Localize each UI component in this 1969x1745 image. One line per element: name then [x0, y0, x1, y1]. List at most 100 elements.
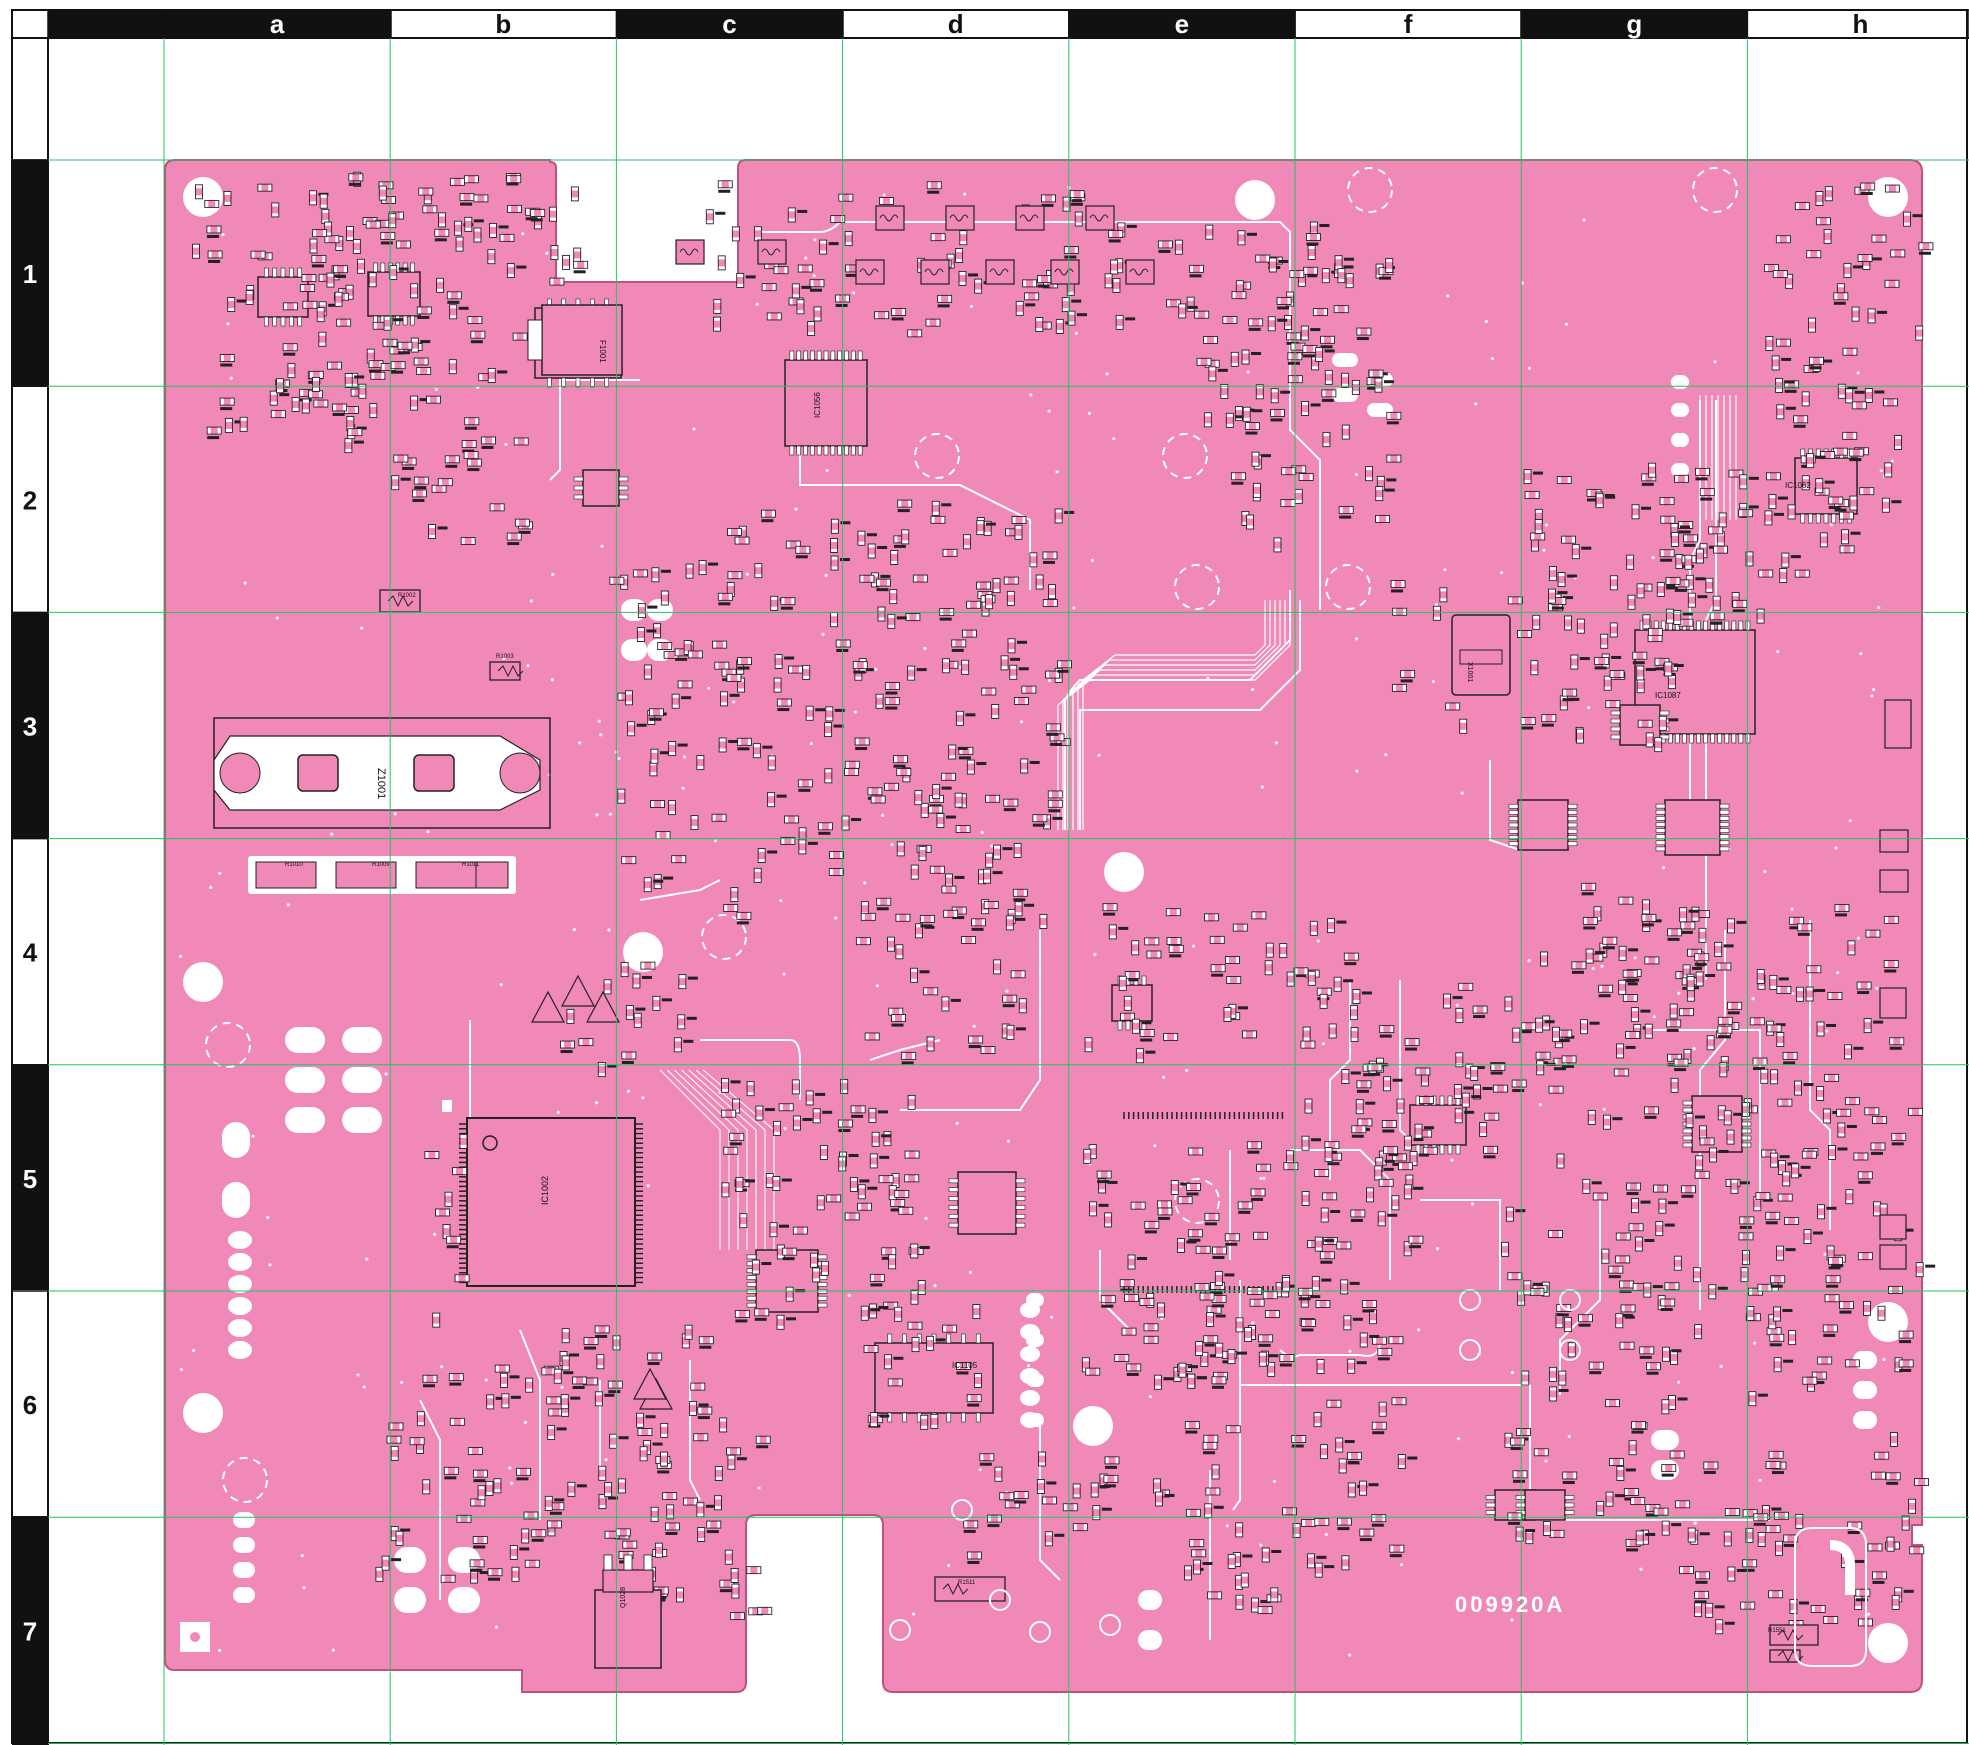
smd-part — [810, 1252, 818, 1268]
smd-part — [765, 1173, 774, 1188]
smd-part — [894, 1306, 903, 1322]
smd-part — [887, 936, 895, 952]
smd-part — [615, 1528, 631, 1537]
smd-part — [1214, 1270, 1235, 1286]
smd-part — [1302, 1026, 1311, 1042]
smd-part — [735, 1176, 755, 1192]
smd-part — [1644, 1023, 1653, 1039]
smd-part — [746, 1566, 762, 1575]
smd-part — [959, 230, 968, 246]
smd-part — [1021, 685, 1037, 694]
smd-part — [1302, 344, 1318, 358]
smd-part — [752, 743, 773, 759]
smd-part — [1195, 1245, 1211, 1254]
smd-part — [1350, 1209, 1366, 1222]
smd-part — [662, 1492, 678, 1501]
smd-part — [897, 499, 913, 513]
smd-part — [1631, 504, 1652, 520]
smd-part — [1383, 1146, 1398, 1155]
smd-part — [954, 792, 963, 808]
smd-part — [1622, 969, 1638, 983]
smd-part — [1396, 1098, 1405, 1114]
smd-part — [1865, 929, 1881, 938]
smd-part — [463, 175, 479, 184]
smd-part — [1601, 1248, 1610, 1264]
smd-part — [1131, 1018, 1152, 1034]
smd-part — [1403, 1241, 1412, 1257]
smd-part — [1104, 273, 1113, 289]
smd-part — [1889, 1037, 1905, 1050]
smd-part — [1756, 969, 1765, 984]
smd-part — [876, 897, 892, 911]
smd-part — [1146, 950, 1162, 959]
smd-part — [734, 1309, 750, 1323]
smd-part — [388, 1422, 404, 1431]
smd-part — [1794, 1080, 1814, 1096]
ic-upper — [784, 350, 868, 456]
smd-part — [460, 537, 476, 545]
smd-part — [985, 794, 1001, 803]
smd-part — [1074, 211, 1083, 227]
smd-part — [828, 868, 844, 876]
smd-part — [1341, 372, 1350, 388]
ic-package — [1655, 799, 1730, 856]
smd-part — [1300, 325, 1321, 341]
smd-part — [971, 918, 987, 931]
smd-part — [1343, 1315, 1363, 1331]
smd-part — [1873, 1201, 1881, 1217]
smd-part — [1404, 1038, 1420, 1051]
smd-part — [1361, 1300, 1377, 1313]
smd-part — [1859, 487, 1875, 496]
smd-part — [943, 909, 959, 918]
smd-part — [438, 212, 446, 228]
connector-label: Z1001 — [375, 768, 387, 799]
smd-part — [1386, 454, 1402, 463]
smd-part — [1775, 235, 1791, 244]
smd-part — [1670, 1077, 1679, 1093]
smd-part — [671, 693, 692, 709]
smd-part — [550, 245, 559, 261]
smd-part — [986, 1514, 1002, 1528]
smd-part — [426, 395, 441, 404]
smd-part — [1667, 928, 1682, 941]
smd-part — [1048, 584, 1056, 600]
smd-part — [1870, 1471, 1886, 1480]
smd-part — [1366, 1187, 1375, 1203]
smd-part — [1507, 1512, 1523, 1525]
smd-part — [311, 254, 327, 268]
smd-part — [636, 1412, 656, 1428]
smd-part — [1006, 1024, 1026, 1040]
smd-part — [802, 664, 811, 680]
smd-part — [1230, 472, 1246, 485]
smd-part — [321, 208, 330, 224]
smd-part — [603, 979, 612, 995]
smd-part — [1188, 1147, 1204, 1156]
smd-part — [1347, 1358, 1367, 1374]
smd-part — [1203, 412, 1212, 428]
smd-part — [449, 1417, 465, 1426]
smd-part — [1279, 943, 1288, 959]
smd-part — [1742, 1249, 1750, 1265]
smd-part — [1695, 548, 1704, 564]
smd-part — [1825, 1275, 1841, 1288]
smd-part — [397, 341, 413, 355]
smd-part — [1512, 1027, 1532, 1043]
inductor — [945, 205, 975, 231]
smd-part — [509, 1545, 530, 1560]
smd-part — [651, 567, 671, 583]
smd-part — [895, 913, 911, 922]
smd-part — [1645, 732, 1654, 748]
smd-part — [192, 243, 200, 259]
smd-part — [1788, 1330, 1797, 1346]
smd-part — [1037, 275, 1052, 288]
smd-part — [1782, 1051, 1798, 1065]
smd-part — [1386, 411, 1402, 425]
smd-part — [923, 987, 939, 996]
smd-part — [446, 1235, 462, 1249]
smd-part — [693, 1433, 709, 1442]
smd-part — [1044, 1531, 1065, 1547]
smd-part — [1371, 1421, 1387, 1435]
smd-part — [1698, 927, 1707, 943]
smd-part — [1806, 250, 1822, 259]
smd-part — [1298, 473, 1314, 481]
